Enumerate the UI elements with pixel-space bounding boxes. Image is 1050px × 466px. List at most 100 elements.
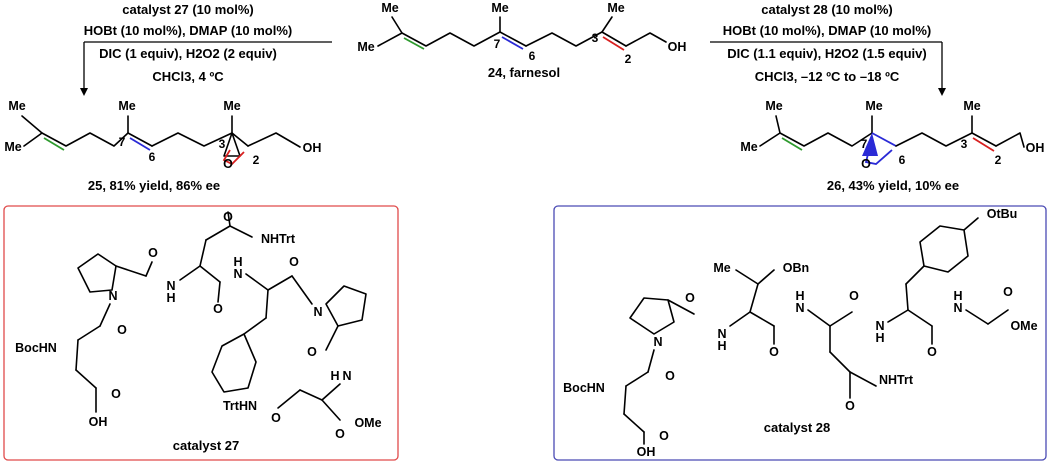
c27-phe-ca bbox=[245, 273, 269, 291]
c27-co-1-dbl bbox=[145, 261, 153, 277]
p25-label: 25, 81% yield, 86% ee bbox=[88, 178, 220, 193]
c28-tyr-ca bbox=[887, 309, 909, 323]
c27-phe-co bbox=[267, 275, 293, 291]
c28-asp-ca bbox=[625, 371, 649, 387]
farnesol-red-db bbox=[602, 36, 625, 51]
c27-n-4: N bbox=[313, 305, 322, 319]
farnesol-me-2: Me bbox=[357, 40, 374, 54]
p25-chain-2 bbox=[151, 132, 233, 147]
c28-thr-me bbox=[735, 269, 759, 285]
p25-ch2oh bbox=[247, 132, 301, 148]
p25-epox-cc bbox=[231, 132, 249, 147]
p26-me-2: Me bbox=[740, 140, 757, 154]
p26-me1-bond bbox=[775, 115, 781, 134]
right-arrow-head bbox=[938, 88, 946, 96]
c28-thr-co bbox=[749, 311, 775, 327]
c28-h-3: H bbox=[795, 289, 804, 303]
p25-me-1: Me bbox=[8, 99, 25, 113]
farnesol-me-1: Me bbox=[381, 1, 398, 15]
farnesol-oh: OH bbox=[668, 40, 687, 54]
c27-asn-side bbox=[199, 239, 207, 267]
c28-h-2: H bbox=[717, 339, 726, 353]
right-condition-4: CHCl3, –12 ºC to –18 ºC bbox=[755, 69, 900, 84]
farnesol-skeleton bbox=[377, 31, 501, 47]
c27-benzene bbox=[211, 333, 257, 393]
c28-asn-ca bbox=[807, 309, 831, 327]
p26-num-7: 7 bbox=[861, 137, 868, 151]
c27-nhtrt-1: NHTrt bbox=[261, 232, 296, 246]
c27-pro2-co bbox=[325, 325, 339, 351]
left-conditions: catalyst 27 (10 mol%) HOBt (10 mol%), DM… bbox=[80, 2, 332, 96]
p25-epox-ring bbox=[222, 149, 245, 166]
p25-num-2: 2 bbox=[253, 153, 260, 167]
p25-me-3: Me bbox=[118, 99, 135, 113]
c28-me: Me bbox=[713, 261, 730, 275]
farnesol-ch2oh bbox=[625, 32, 667, 47]
c27-asn2-co bbox=[277, 389, 301, 409]
farnesol-chain2 bbox=[525, 31, 603, 47]
c27-pyrrolidine-2 bbox=[325, 285, 367, 327]
p26-num-3: 3 bbox=[961, 137, 968, 151]
c27-boc-co bbox=[99, 303, 111, 327]
c27-o-3: O bbox=[213, 302, 223, 316]
c28-asn-co2 bbox=[829, 311, 853, 327]
right-conditions: catalyst 28 (10 mol%) HOBt (10 mol%), DM… bbox=[710, 2, 946, 96]
p25-green-db bbox=[43, 137, 65, 151]
c27-nh-5: N bbox=[342, 369, 351, 383]
product-26-structure: Me Me Me Me OH O 7 6 3 2 26, 43% yield, … bbox=[740, 99, 1044, 193]
p26-chain-1 bbox=[759, 132, 873, 147]
product-25-structure: Me Me Me Me OH O 7 6 3 2 25, 81% yield, … bbox=[4, 99, 321, 193]
c28-n-1: N bbox=[653, 335, 662, 349]
left-arrow-head bbox=[80, 88, 88, 96]
c27-trthn: TrtHN bbox=[223, 399, 257, 413]
p25-num-3: 3 bbox=[219, 137, 226, 151]
c28-oh: OH bbox=[637, 445, 656, 459]
p26-me-1: Me bbox=[765, 99, 782, 113]
p25-me1-bond bbox=[21, 115, 43, 134]
catalyst-28-label: catalyst 28 bbox=[764, 420, 831, 435]
c27-o-4: O bbox=[289, 255, 299, 269]
p25-num-7: 7 bbox=[119, 135, 126, 149]
c28-n-4: N bbox=[875, 319, 884, 333]
c27-n-3: N bbox=[233, 267, 242, 281]
c28-o-8: O bbox=[659, 429, 669, 443]
c28-n-3: N bbox=[795, 301, 804, 315]
c28-o-2: O bbox=[769, 345, 779, 359]
c27-asn-ca bbox=[179, 265, 201, 281]
catalyst-28-box bbox=[553, 205, 1047, 461]
p26-num-6: 6 bbox=[899, 153, 906, 167]
c28-o-3: O bbox=[845, 399, 855, 413]
p25-chain-1 bbox=[23, 132, 129, 147]
p26-num-2: 2 bbox=[995, 153, 1002, 167]
c27-asn-co2 bbox=[199, 265, 221, 283]
p25-blue-db bbox=[129, 137, 151, 151]
farnesol-num-3: 3 bbox=[592, 31, 599, 45]
c28-o-7: O bbox=[665, 369, 675, 383]
c28-thr-ca bbox=[729, 311, 751, 327]
farnesol-me-3: Me bbox=[491, 1, 508, 15]
c27-asn-co bbox=[227, 211, 231, 227]
farnesol-c2 bbox=[601, 31, 627, 47]
c28-n-5: N bbox=[953, 301, 962, 315]
p25-epox-o: O bbox=[223, 157, 233, 171]
p26-epox-c6 bbox=[871, 132, 897, 147]
c27-n-2: N bbox=[166, 279, 175, 293]
left-condition-3: DIC (1 equiv), H2O2 (2 equiv) bbox=[99, 46, 277, 61]
catalyst-28-panel: N O N H Me OBn O H N NHTrt O O N H OtBu bbox=[553, 205, 1047, 461]
c27-pyrrolidine-1 bbox=[77, 253, 117, 293]
p26-epox-wedge bbox=[862, 133, 878, 156]
c27-h-5: H bbox=[330, 369, 339, 383]
c28-asn-ch2 bbox=[829, 351, 851, 373]
c28-otbu: OtBu bbox=[987, 207, 1018, 221]
c28-h-4: H bbox=[875, 331, 884, 345]
farnesol-c6 bbox=[499, 31, 527, 47]
p26-ch2oh bbox=[995, 132, 1025, 148]
c28-gly bbox=[965, 309, 989, 325]
c28-h-5: H bbox=[953, 289, 962, 303]
c28-n-2: N bbox=[717, 327, 726, 341]
p26-me-3: Me bbox=[865, 99, 882, 113]
c28-benzene bbox=[919, 225, 969, 273]
farnesol-label: 24, farnesol bbox=[488, 65, 560, 80]
c27-pro2-bond bbox=[291, 275, 313, 305]
